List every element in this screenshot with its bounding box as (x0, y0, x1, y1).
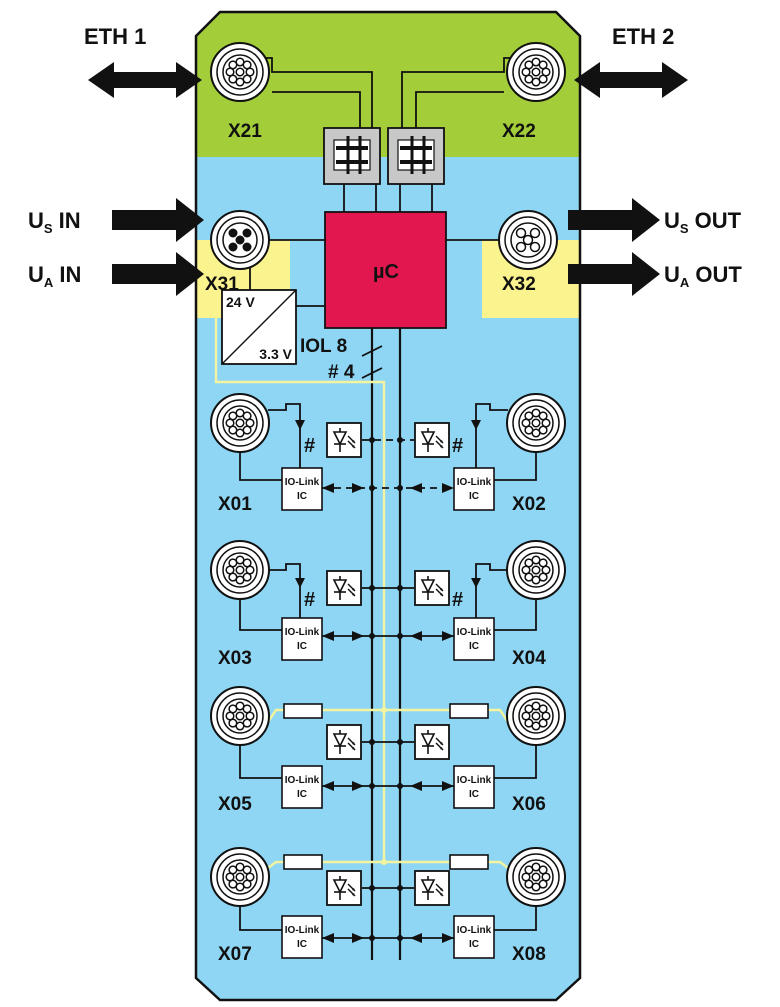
iolink-ic-x08: IO-Link IC (453, 915, 495, 959)
svg-text:IO-Link: IO-Link (457, 775, 492, 786)
svg-text:IO-Link: IO-Link (457, 925, 492, 936)
iolink-ic-x04: IO-Link IC (453, 617, 495, 661)
voltage-converter: 24 V 3.3 V (221, 289, 297, 365)
iolink-ic-x03: IO-Link IC (281, 617, 323, 661)
svg-text:IC: IC (469, 939, 479, 950)
connector-x01-icon (210, 393, 270, 453)
ethernet-switch-right (387, 127, 445, 185)
port-label-x06: X06 (512, 794, 546, 815)
svg-text:IO-Link: IO-Link (457, 627, 492, 638)
connector-x05-icon (210, 686, 270, 746)
connector-x06-icon (506, 686, 566, 746)
port-label-x01: X01 (218, 494, 252, 515)
svg-text:IC: IC (469, 789, 479, 800)
connector-x08-icon (506, 847, 566, 907)
ethernet-switch-left (323, 127, 381, 185)
fuse-icon (283, 854, 323, 870)
optocoupler-icon (326, 570, 362, 606)
iolink-ic-x05: IO-Link IC (281, 765, 323, 809)
hash-count-label: # 4 (328, 362, 355, 383)
port-label-x03: X03 (218, 648, 252, 669)
svg-text:IC: IC (469, 491, 479, 502)
ua-in-label: UA IN (28, 262, 81, 290)
fuse-icon (283, 703, 323, 719)
optocoupler-icon (414, 422, 450, 458)
optocoupler-icon (326, 870, 362, 906)
hash-mark: # (304, 435, 315, 457)
port-label-x04: X04 (512, 648, 546, 669)
us-in-label: US IN (28, 208, 81, 236)
arrow-ua-out-icon (568, 252, 660, 296)
iol-count-label: IOL 8 (300, 336, 347, 357)
connector-x07-icon (210, 847, 270, 907)
svg-text:IC: IC (469, 641, 479, 652)
optocoupler-icon (414, 570, 450, 606)
ua-out-label: UA OUT (664, 262, 742, 290)
port-label-x05: X05 (218, 794, 252, 815)
port-label-x22: X22 (502, 121, 536, 142)
svg-text:IC: IC (297, 789, 307, 800)
iolink-ic-x07: IO-Link IC (281, 915, 323, 959)
port-label-x32: X32 (502, 274, 536, 295)
port-label-x02: X02 (512, 494, 546, 515)
connector-x03-icon (210, 540, 270, 600)
svg-text:IO-Link: IO-Link (285, 775, 320, 786)
optocoupler-icon (414, 870, 450, 906)
svg-text:IO-Link: IO-Link (285, 477, 320, 488)
optocoupler-icon (326, 724, 362, 760)
arrow-eth1-icon (88, 62, 202, 98)
connector-x32-icon (498, 210, 558, 270)
connector-x22-icon (506, 42, 566, 102)
arrow-eth2-icon (574, 62, 688, 98)
optocoupler-icon (414, 724, 450, 760)
eth1-label: ETH 1 (84, 24, 146, 49)
port-label-x08: X08 (512, 944, 546, 965)
svg-text:IC: IC (297, 641, 307, 652)
iolink-ic-x01: IO-Link IC (281, 467, 323, 511)
fuse-icon (449, 703, 489, 719)
svg-text:IO-Link: IO-Link (285, 925, 320, 936)
arrow-us-in-icon (112, 198, 204, 242)
fuse-icon (449, 854, 489, 870)
converter-input-label: 24 V (226, 294, 255, 310)
connector-x21-icon (210, 42, 270, 102)
arrow-us-out-icon (568, 198, 660, 242)
connector-x02-icon (506, 393, 566, 453)
connector-x04-icon (506, 540, 566, 600)
microcontroller-label: µC (373, 261, 399, 283)
us-out-label: US OUT (664, 208, 742, 236)
hash-mark: # (452, 589, 463, 611)
signal-arrows (295, 420, 481, 943)
hash-mark: # (452, 435, 463, 457)
svg-text:IC: IC (297, 491, 307, 502)
port-label-x07: X07 (218, 944, 252, 965)
svg-text:IO-Link: IO-Link (285, 627, 320, 638)
converter-output-label: 3.3 V (259, 346, 292, 362)
port-label-x31: X31 (205, 274, 239, 295)
microcontroller-block: µC (324, 211, 447, 329)
hash-mark: # (304, 589, 315, 611)
iolink-ic-x06: IO-Link IC (453, 765, 495, 809)
eth2-label: ETH 2 (612, 24, 674, 49)
connector-x31-icon (210, 210, 270, 270)
port-label-x21: X21 (228, 121, 262, 142)
iolink-ic-x02: IO-Link IC (453, 467, 495, 511)
svg-text:IC: IC (297, 939, 307, 950)
optocoupler-icon (326, 422, 362, 458)
arrow-ua-in-icon (112, 252, 204, 296)
svg-text:IO-Link: IO-Link (457, 477, 492, 488)
